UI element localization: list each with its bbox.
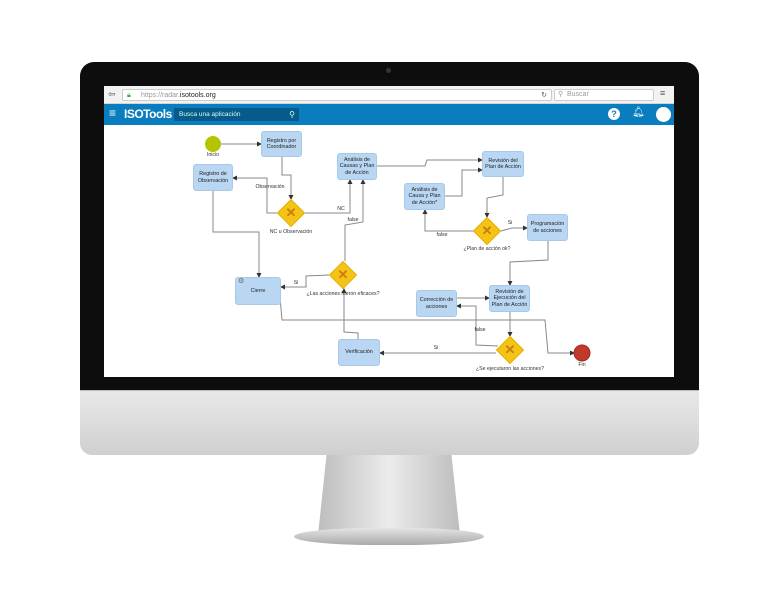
- screen: ⇦ 🔒︎ https://radar.isotools.org ↻ ⚲ Busc…: [104, 86, 674, 377]
- flow-edge: [484, 177, 504, 218]
- start-label: Inicio: [206, 152, 220, 158]
- task-cierre[interactable]: ⚙ Cierre: [235, 277, 281, 305]
- app-search-placeholder: Busca una aplicación: [179, 111, 241, 118]
- browser-search[interactable]: ⚲ Buscar: [554, 89, 654, 101]
- help-icon[interactable]: ?: [608, 108, 620, 120]
- lock-icon: 🔒︎: [127, 92, 131, 99]
- task-correccion[interactable]: Corrección de acciones: [416, 290, 457, 317]
- task-label: Análisis de Causa y Plan de Acción*: [408, 186, 441, 206]
- task-label: Programación de acciones: [530, 221, 565, 234]
- address-bar[interactable]: 🔒︎ https://radar.isotools.org ↻: [122, 89, 552, 101]
- flow-label: false: [474, 327, 486, 333]
- flow-edge: [279, 296, 575, 356]
- x-icon: ✕: [504, 342, 516, 357]
- reload-icon[interactable]: ↻: [541, 92, 547, 99]
- task-label: Corrección de acciones: [419, 297, 454, 310]
- task-label: Registro de Observación: [197, 171, 229, 184]
- search-placeholder: Buscar: [567, 91, 589, 98]
- search-icon[interactable]: ⚲: [289, 110, 295, 119]
- flow-edge: [280, 274, 330, 290]
- start-event[interactable]: [205, 136, 221, 152]
- task-registro-coordinador[interactable]: Registro por Coordinador: [261, 131, 302, 157]
- x-icon: ✕: [481, 223, 493, 238]
- task-revision-ejecucion[interactable]: Revisión de Ejecución del Plan de Acción: [489, 285, 530, 312]
- gateway-label: NC u Observación: [269, 229, 313, 235]
- flow-edge: [422, 209, 473, 232]
- task-revision-plan[interactable]: Revisión del Plan de Acción: [482, 151, 524, 177]
- task-label: Revisión de Ejecución del Plan de Acción: [491, 288, 528, 308]
- camera: [386, 68, 391, 73]
- task-verificacion[interactable]: Verificación: [338, 339, 380, 366]
- flow-edge: [281, 157, 294, 200]
- flow-edge: [445, 167, 483, 197]
- flow-label: NC: [337, 206, 345, 212]
- app-search-input[interactable]: Busca una aplicación ⚲: [174, 108, 299, 121]
- x-icon: ✕: [285, 205, 297, 220]
- menu-icon[interactable]: ≡: [660, 88, 666, 98]
- url-host: isotools.org: [179, 92, 216, 99]
- flow-label: Observación: [255, 184, 285, 190]
- task-label: Verificación: [345, 349, 373, 356]
- x-icon: ✕: [337, 267, 349, 282]
- monitor-chin: [80, 390, 699, 455]
- flow-edge: [500, 225, 528, 232]
- back-icon[interactable]: ⇦: [108, 89, 116, 99]
- flow-label: Si: [293, 280, 299, 286]
- url-scheme: https://radar.: [141, 92, 180, 99]
- flow-edge: [341, 288, 359, 339]
- task-analisis-causas[interactable]: Análisis de Causas y Plan de Acción: [337, 153, 377, 180]
- app-header: ≡ ISOTools Busca una aplicación ⚲ ? 🔔︎: [104, 104, 674, 125]
- task-label: Cierre: [250, 287, 266, 294]
- task-analisis-causa-2[interactable]: Análisis de Causa y Plan de Acción*: [404, 183, 445, 210]
- bell-icon[interactable]: 🔔︎: [632, 107, 645, 118]
- task-registro-observacion[interactable]: Registro de Observación: [193, 164, 233, 191]
- gateway-label: ¿Plan de acción ok?: [463, 246, 511, 252]
- flow-edge: [232, 175, 277, 214]
- flow-edge: [305, 179, 353, 214]
- flow-label: Si: [507, 220, 513, 226]
- flow-edge: [212, 191, 262, 278]
- monitor-base: [294, 528, 484, 545]
- flow-edge: [377, 157, 483, 167]
- flow-edge: [507, 241, 549, 286]
- hamburger-icon[interactable]: ≡: [109, 106, 117, 120]
- flow-edge: [344, 179, 366, 261]
- end-label: Fin: [578, 362, 586, 368]
- task-label: Análisis de Causas y Plan de Acción: [339, 156, 375, 176]
- flow-edge: [456, 303, 499, 347]
- flow-label: false: [347, 217, 359, 223]
- browser-toolbar: ⇦ 🔒︎ https://radar.isotools.org ↻ ⚲ Busc…: [104, 86, 674, 104]
- task-label: Registro por Coordinador: [266, 137, 297, 150]
- gear-icon: ⚙: [238, 278, 245, 285]
- flow-label: Si: [433, 345, 439, 351]
- flow-label: false: [436, 232, 448, 238]
- avatar[interactable]: [656, 107, 671, 122]
- task-label: Revisión del Plan de Acción: [485, 157, 521, 170]
- search-icon: ⚲: [558, 91, 564, 98]
- monitor-stand: [318, 455, 460, 535]
- task-programacion[interactable]: Programación de acciones: [527, 214, 568, 241]
- app-logo[interactable]: ISOTools: [124, 107, 172, 121]
- gateway-label: ¿Las acciones fueron eficaces?: [306, 291, 380, 297]
- gateway-label: ¿Se ejecutaron las acciones?: [475, 366, 545, 372]
- end-event[interactable]: [573, 344, 591, 362]
